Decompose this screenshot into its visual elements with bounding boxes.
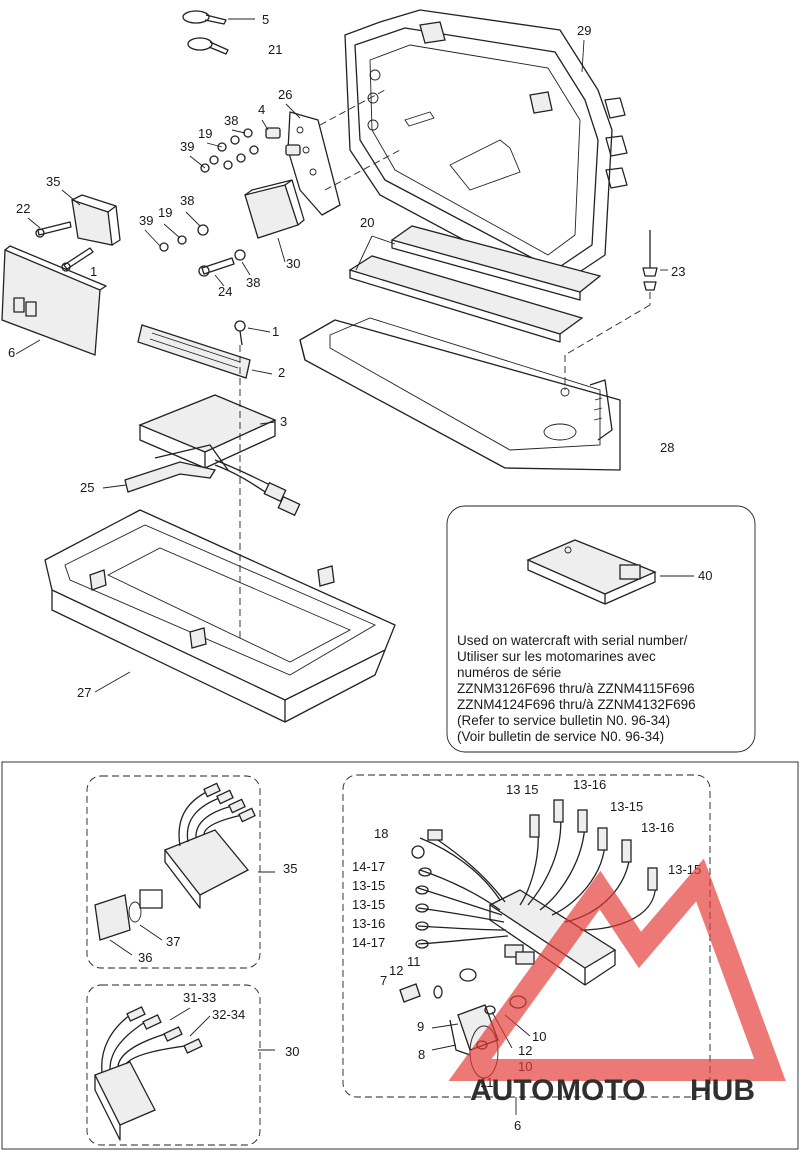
detail-module-35 (94, 782, 275, 956)
callout-c38b: 38 (180, 193, 194, 208)
callout-c24: 24 (218, 284, 232, 299)
callout-c1b: 1 (272, 324, 279, 339)
callout-c23: 23 (671, 264, 685, 279)
callout-c21: 21 (268, 42, 282, 57)
callout-c3: 3 (280, 414, 287, 429)
part-circuit-board-6 (1, 245, 107, 356)
callout-c2: 2 (278, 365, 285, 380)
note-line-7: (Voir bulletin de service N0. 96-34) (457, 729, 664, 744)
callout-c31_33: 31-33 (183, 990, 216, 1005)
note-line-3: numéros de série (457, 665, 561, 680)
detail-relay-30 (94, 1006, 275, 1141)
callout-c40: 40 (698, 568, 712, 583)
part-foam-pads-20 (348, 225, 602, 343)
callout-c27: 27 (77, 685, 91, 700)
callout-c12b: 12 (518, 1043, 532, 1058)
callout-c6b: 6 (514, 1118, 521, 1133)
note-line-5: ZZNM4124F696 thru/à ZZNM4132F696 (457, 697, 696, 712)
watermark-text-auto: AUTO (470, 1074, 554, 1107)
callout-c36: 36 (138, 950, 152, 965)
callout-c8: 8 (418, 1047, 425, 1062)
note-line-4: ZZNM3126F696 thru/à ZZNM4115F696 (457, 681, 695, 696)
callout-c35a: 35 (46, 174, 60, 189)
detail-box-30 (86, 984, 261, 1146)
callout-c13_15a: 13 15 (506, 782, 539, 797)
detail-frame (1, 761, 799, 1150)
callout-c14_17a: 14-17 (352, 859, 385, 874)
callout-c13_15b: 13-15 (610, 799, 643, 814)
watermark-triangle-icon (448, 858, 786, 1081)
callout-c13_15e: 13-15 (352, 897, 385, 912)
callout-c18: 18 (374, 826, 388, 841)
watermark-text-hub: HUB (690, 1074, 755, 1107)
part-cable-tie-21 (187, 37, 229, 55)
callout-c37: 37 (166, 934, 180, 949)
callout-c26: 26 (278, 87, 292, 102)
part-base-tray-27 (44, 509, 396, 723)
callout-c1a: 1 (90, 264, 97, 279)
callout-c28: 28 (660, 440, 674, 455)
callout-c20: 20 (360, 215, 374, 230)
callout-c13_16b: 13-16 (641, 820, 674, 835)
callout-c13_16a: 13-16 (573, 777, 606, 792)
part-hardware-stack (189, 119, 301, 173)
callout-c39a: 39 (180, 139, 194, 154)
part-module-35 (61, 189, 121, 246)
callout-c30a: 30 (286, 256, 300, 271)
callout-c32_34: 32-34 (212, 1007, 245, 1022)
note-line-6: (Refer to service bulletin N0. 96-34) (457, 713, 670, 728)
callout-c11a: 11 (407, 954, 421, 969)
part-relay-30 (244, 179, 305, 263)
part-cable-tie-5 (182, 10, 255, 25)
callout-c39b: 39 (139, 213, 153, 228)
part-bracket-25 (102, 444, 229, 493)
watermark-logo: AUTO MOTO HUB (448, 858, 786, 1107)
detail-board-6 (399, 799, 658, 1115)
callout-c25: 25 (80, 480, 94, 495)
callout-c35b: 35 (283, 861, 297, 876)
callout-c9: 9 (417, 1019, 424, 1034)
part-electrical-box-29 (344, 9, 628, 286)
part-rail-2 (137, 320, 273, 379)
callout-c14_17b: 14-17 (352, 935, 385, 950)
callout-c19b: 19 (158, 205, 172, 220)
callout-c5: 5 (262, 12, 269, 27)
callout-c7: 7 (380, 973, 387, 988)
watermark-text-moto: MOTO (556, 1074, 645, 1107)
callout-c10a: 10 (532, 1029, 546, 1044)
note-box (446, 505, 756, 753)
callout-c6a: 6 (8, 345, 15, 360)
part-screw-24 (198, 249, 251, 287)
part-cover-28 (299, 317, 621, 471)
callout-c4: 4 (258, 102, 265, 117)
note-line-1: Used on watercraft with serial number/ (457, 633, 688, 648)
callout-c30b: 30 (285, 1044, 299, 1059)
part-module-40 (526, 539, 694, 605)
part-screws-22-1 (27, 217, 94, 272)
part-hardware-left (144, 211, 209, 252)
callout-c38c: 38 (246, 275, 260, 290)
callout-c13_16c: 13-16 (352, 916, 385, 931)
callout-c19a: 19 (198, 126, 212, 141)
callout-c29: 29 (577, 23, 591, 38)
callout-c22: 22 (16, 201, 30, 216)
note-line-2: Utiliser sur les motomarines avec (457, 649, 656, 664)
callout-c12a: 12 (389, 963, 403, 978)
callout-c38a: 38 (224, 113, 238, 128)
part-screw-23 (564, 230, 668, 390)
part-module-3 (138, 394, 301, 517)
callout-c13_15d: 13-15 (352, 878, 385, 893)
